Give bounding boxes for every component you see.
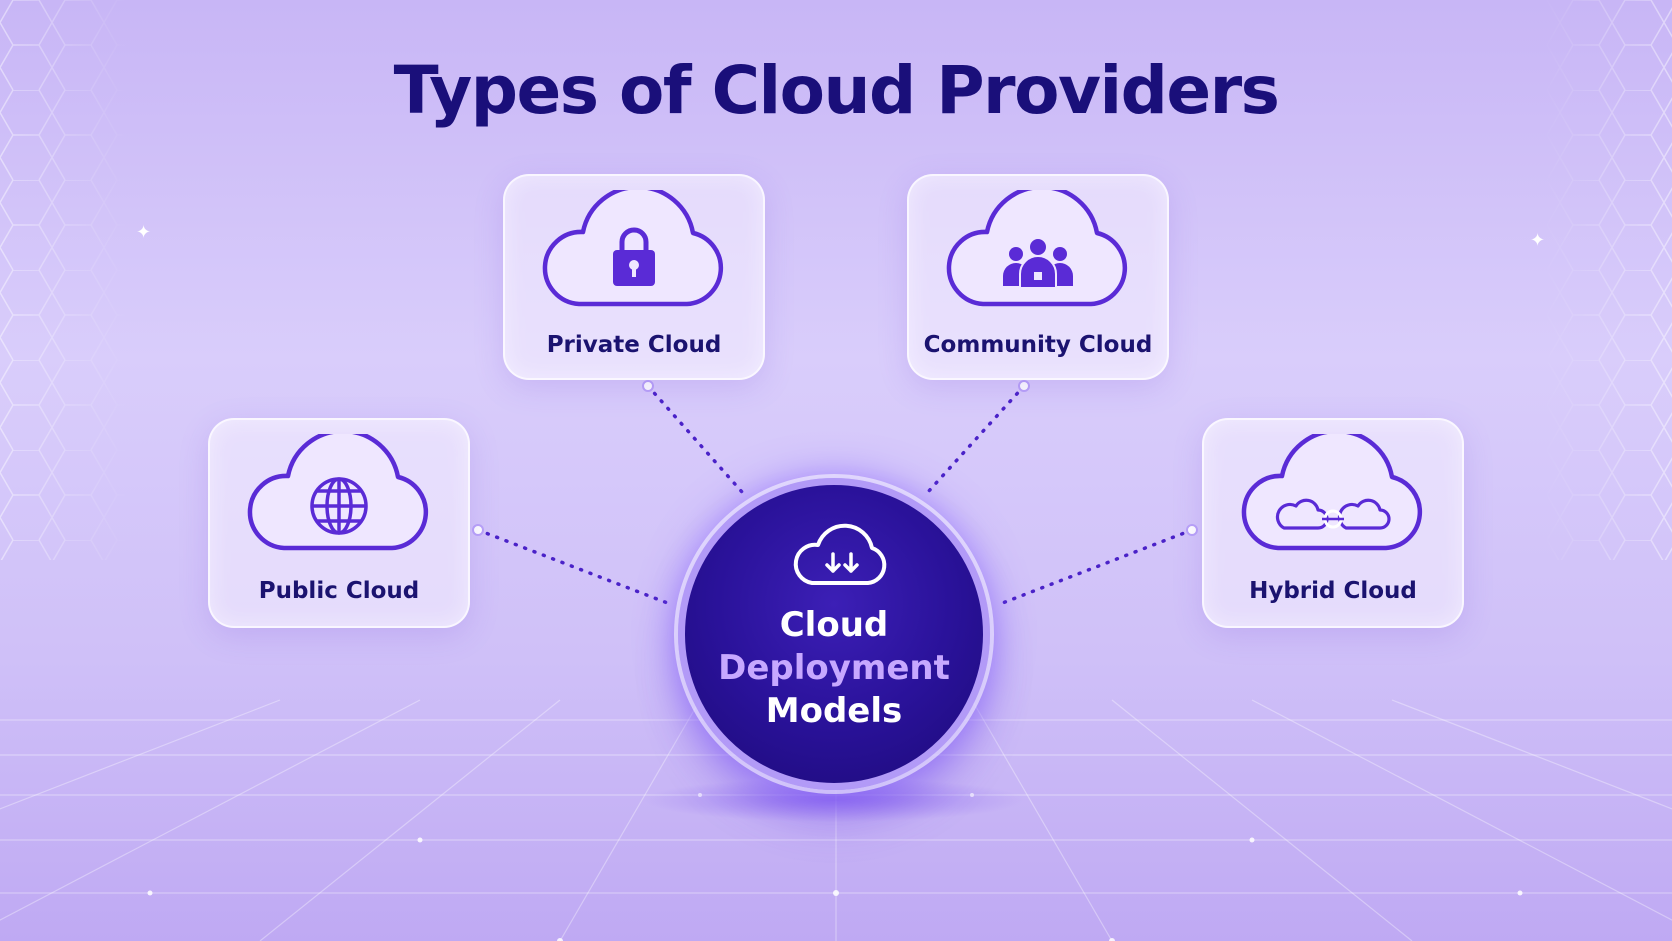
people-group-icon bbox=[946, 190, 1128, 307]
connector-dot bbox=[1018, 380, 1030, 392]
hub-label-line1: Cloud bbox=[779, 605, 889, 645]
connector-dot bbox=[1186, 524, 1198, 536]
hybrid-cloud-label: Hybrid Cloud bbox=[1249, 578, 1417, 604]
linked-clouds-icon bbox=[1241, 434, 1423, 551]
sparkle-icon: ✦ bbox=[1530, 230, 1546, 251]
community-cloud-label: Community Cloud bbox=[923, 332, 1153, 358]
hub-label-line3: Models bbox=[765, 691, 903, 731]
connector-dot bbox=[472, 524, 484, 536]
sparkle-icon: ✦ bbox=[136, 222, 152, 243]
public-cloud-card: Public Cloud bbox=[208, 418, 470, 628]
connector-public bbox=[476, 528, 672, 606]
hybrid-cloud-card: Hybrid Cloud bbox=[1202, 418, 1464, 628]
connector-private bbox=[646, 384, 744, 494]
hub-label-line2: Deployment bbox=[718, 648, 950, 688]
private-cloud-card: Private Cloud bbox=[503, 174, 765, 380]
private-cloud-label: Private Cloud bbox=[546, 332, 722, 358]
community-cloud-card: Community Cloud bbox=[907, 174, 1169, 380]
cloud-download-icon bbox=[793, 523, 887, 585]
lock-icon bbox=[542, 190, 724, 307]
diagram-title: Types of Cloud Providers bbox=[393, 52, 1280, 129]
globe-icon bbox=[247, 434, 429, 551]
public-cloud-label: Public Cloud bbox=[258, 578, 420, 604]
connector-dot bbox=[642, 380, 654, 392]
cloud-deployment-hub: Cloud Deployment Models bbox=[678, 478, 990, 790]
connector-community bbox=[926, 384, 1026, 494]
connector-hybrid bbox=[998, 528, 1194, 606]
